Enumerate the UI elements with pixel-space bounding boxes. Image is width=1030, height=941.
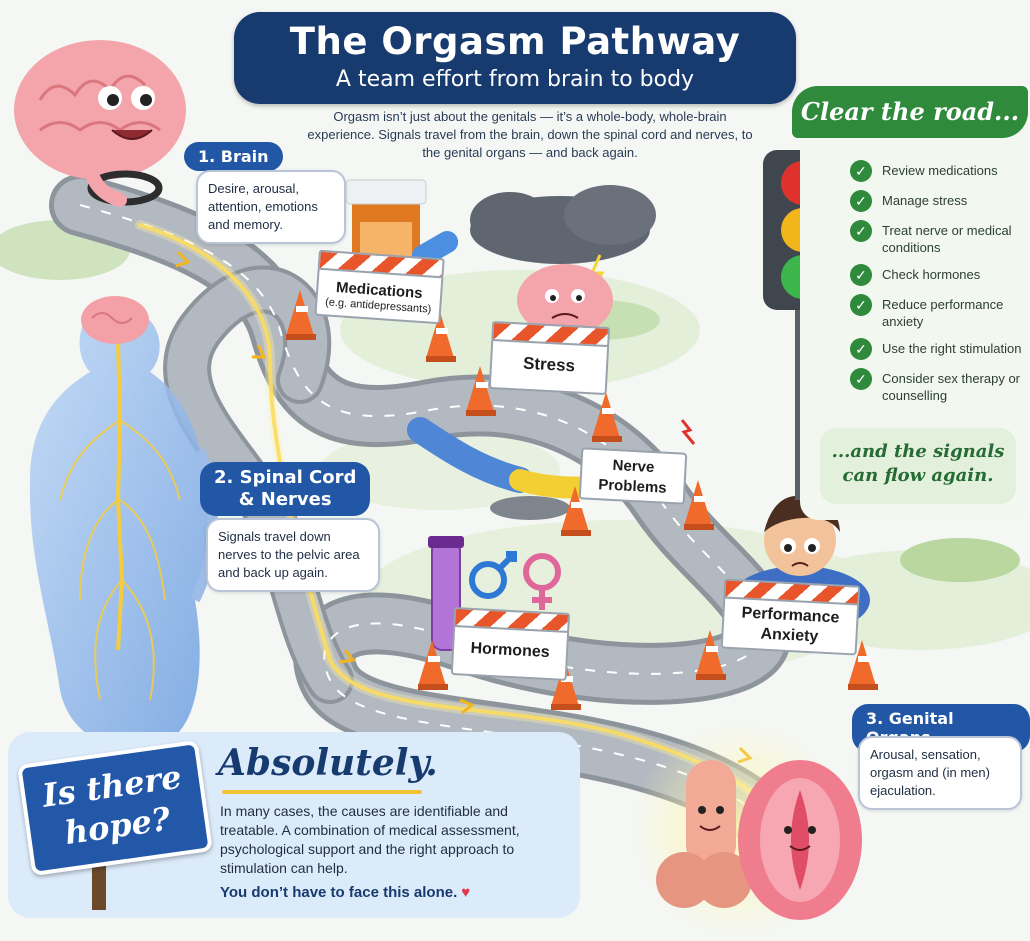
barrier-nerve-problems: Nerve Problems [578, 447, 688, 505]
signals-flow-note: ...and the signals can flow again. [820, 428, 1016, 504]
list-item: ✓Check hormones [850, 264, 1028, 286]
page-subtitle: A team effort from brain to body [335, 67, 695, 92]
genital-characters-illustration [630, 720, 862, 940]
list-item: ✓Treat nerve or medical conditions [850, 220, 1028, 256]
barrier-performance-anxiety: Performance Anxiety [720, 578, 861, 656]
step-spinal-label: 2. Spinal Cord & Nerves [200, 462, 371, 516]
step-spinal-text: Signals travel down nerves to the pelvic… [206, 518, 380, 592]
brain-character-illustration [14, 40, 186, 207]
step-brain-label: 1. Brain [184, 142, 283, 171]
check-icon: ✓ [850, 220, 872, 242]
heart-icon: ♥ [461, 884, 471, 901]
hope-closing: You don’t have to face this alone.♥ [220, 884, 471, 901]
hormones-illustration [428, 536, 561, 651]
hope-body-text: In many cases, the causes are identifiab… [220, 803, 520, 876]
check-icon: ✓ [850, 190, 872, 212]
title-banner: The Orgasm Pathway A team effort from br… [234, 12, 796, 104]
intro-text: Orgasm isn’t just about the genitals — i… [307, 109, 753, 160]
traffic-cones [286, 290, 878, 710]
storm-cloud-illustration [470, 185, 656, 336]
list-item: ✓Consider sex therapy or counselling [850, 368, 1028, 404]
hope-heading: Absolutely. [218, 742, 438, 784]
body-silhouette-illustration [29, 296, 218, 748]
check-icon: ✓ [850, 294, 872, 316]
barrier-hormones: Hormones [450, 607, 571, 681]
barrier-stress: Stress [488, 320, 611, 396]
list-item: ✓Review medications [850, 160, 1028, 182]
clear-road-heading: Clear the road... [792, 86, 1028, 138]
clear-road-list: ✓Review medications ✓Manage stress ✓Trea… [850, 160, 1028, 414]
step-genital-text: Arousal, sensation, orgasm and (in men) … [858, 736, 1022, 810]
check-icon: ✓ [850, 160, 872, 182]
list-item: ✓Use the right stimulation [850, 338, 1028, 360]
check-icon: ✓ [850, 264, 872, 286]
check-icon: ✓ [850, 368, 872, 390]
check-icon: ✓ [850, 338, 872, 360]
barrier-medications: Medications (e.g. antidepressants) [314, 249, 445, 325]
list-item: ✓Reduce performance anxiety [850, 294, 1028, 330]
page-title: The Orgasm Pathway [289, 20, 741, 63]
sign-post [92, 858, 106, 910]
list-item: ✓Manage stress [850, 190, 1028, 212]
heading-underline [222, 790, 422, 794]
step-brain-text: Desire, arousal, attention, emotions and… [196, 170, 346, 244]
